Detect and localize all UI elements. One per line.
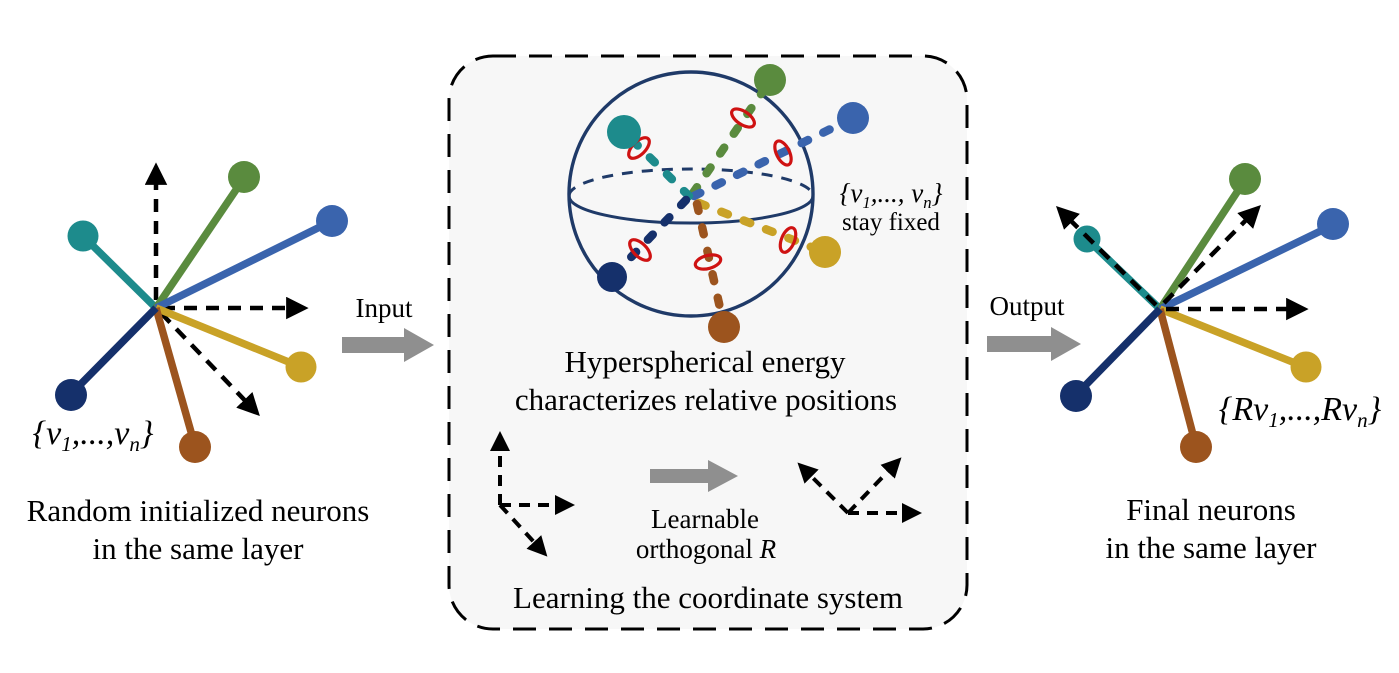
right-neuron-gold-dot — [1290, 351, 1322, 383]
right-math-label: {Rv1,...,Rvn} — [1219, 391, 1382, 432]
sphere-dot-brown — [708, 311, 740, 343]
output-label: Output — [989, 291, 1065, 321]
coordinate-axes-after — [797, 457, 922, 523]
left-neuron-teal-dot — [67, 220, 99, 252]
sphere-ray-blue — [689, 113, 858, 201]
input-arrow-group: Input — [342, 293, 434, 362]
sphere-dot-green — [754, 64, 786, 96]
left-neuron-navy-line — [68, 305, 159, 397]
sphere-ray-navy — [607, 195, 691, 282]
input-label: Input — [356, 293, 413, 323]
sphere-dot-navy — [597, 262, 627, 292]
left-neuron-gold-dot — [285, 351, 317, 383]
sphere-ray-brown — [692, 199, 729, 331]
energy-ring-gold — [778, 226, 798, 254]
sphere-ray-gold — [694, 198, 829, 257]
left-caption-line1: Random initialized neurons — [27, 493, 370, 528]
energy-ring-navy — [628, 238, 652, 262]
left-neuron-brown-dot — [179, 431, 211, 463]
learnable-label-line2: orthogonal R — [636, 534, 777, 564]
left-math-label: {v1,...,vn} — [33, 415, 154, 456]
box-caption: Learning the coordinate system — [513, 580, 903, 615]
left-neuron-star: {v1,...,vn} Random initialized neurons i… — [27, 161, 370, 566]
left-neuron-teal-line — [80, 233, 159, 311]
right-neuron-brown-line — [1156, 308, 1200, 447]
right-neuron-green-dot — [1229, 163, 1261, 195]
sphere-ray-green — [688, 76, 775, 198]
right-axis-upleft-arrow — [1056, 206, 1158, 307]
learnable-block-arrow-icon — [650, 460, 738, 492]
sphere-dot-gold — [809, 236, 841, 268]
right-neuron-gold-line — [1158, 305, 1307, 371]
left-neuron-brown-line — [152, 306, 199, 448]
right-neuron-navy-line — [1073, 306, 1163, 398]
output-arrow-group: Output — [987, 291, 1081, 361]
coordinate-axes-before — [490, 431, 575, 557]
sphere-dot-blue — [837, 102, 869, 134]
energy-ring-brown — [693, 253, 723, 271]
left-neuron-blue-line — [154, 217, 334, 312]
left-caption-line2: in the same layer — [93, 531, 305, 566]
right-neuron-blue-line — [1158, 221, 1335, 313]
right-caption-line2: in the same layer — [1106, 530, 1318, 565]
center-dashed-box — [447, 54, 969, 631]
sphere-note: stay fixed — [842, 209, 940, 236]
right-neuron-brown-dot — [1180, 431, 1212, 463]
sphere-dot-teal — [607, 115, 641, 149]
right-neuron-star: {Rv1,...,Rvn} Final neurons in the same … — [1056, 163, 1382, 565]
learnable-label-line1: Learnable — [651, 504, 759, 534]
right-axis-upright-arrow — [1162, 205, 1261, 305]
energy-text-line1: Hyperspherical energy — [565, 344, 846, 379]
left-neuron-navy-dot — [55, 379, 87, 411]
right-neuron-green-line — [1156, 177, 1249, 312]
axes-after-upright-arrow — [846, 457, 902, 515]
hypersphere-group: {v1,..., vn} stay fixed — [567, 64, 943, 343]
sphere-equator-front — [567, 195, 815, 225]
left-neuron-green-line — [152, 175, 248, 311]
sphere-math-label: {v1,..., vn} — [840, 178, 943, 212]
sphere-equator-back — [567, 167, 815, 197]
right-neuron-blue-dot — [1317, 208, 1349, 240]
axes-before-diagonal-arrow — [498, 503, 548, 557]
left-neuron-blue-dot — [316, 205, 348, 237]
output-block-arrow-icon — [987, 327, 1081, 361]
input-block-arrow-icon — [342, 328, 434, 362]
left-axis-diagonal-arrow — [159, 311, 260, 417]
energy-text-line2: characterizes relative positions — [515, 382, 897, 417]
energy-ring-blue — [773, 139, 793, 167]
right-neuron-navy-dot — [1060, 380, 1092, 412]
left-neuron-green-dot — [228, 161, 260, 193]
right-caption-line1: Final neurons — [1126, 492, 1296, 527]
left-neuron-gold-line — [154, 304, 303, 371]
energy-ring-green — [730, 107, 756, 129]
